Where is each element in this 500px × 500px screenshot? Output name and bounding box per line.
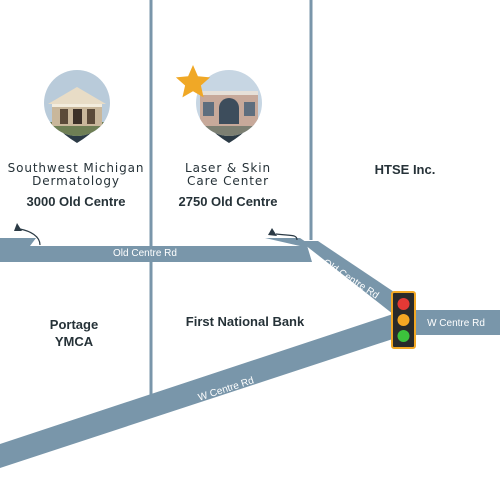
old-centre-rd-label: Old Centre Rd — [113, 248, 177, 259]
landmark-ymca: Portage YMCA — [14, 316, 134, 350]
location-pin-icon[interactable] — [40, 68, 115, 143]
location-name-line2: Dermatology — [32, 174, 120, 188]
property-lines — [149, 0, 313, 398]
old-centre-rd-road — [0, 238, 312, 262]
traffic-light-icon — [391, 291, 416, 349]
turn-arrow-icon — [14, 223, 41, 246]
location-pin-icon[interactable] — [192, 68, 267, 143]
yellow-light-icon — [397, 314, 410, 326]
landmark-htse: HTSE Inc. — [374, 162, 436, 177]
turn-arrow-icon — [268, 228, 298, 241]
location-address-swmd: 3000 Old Centre — [26, 194, 126, 209]
landmark-ymca-line1: Portage — [49, 317, 99, 332]
location-name-swmd: Southwest Michigan Dermatology — [1, 162, 151, 188]
location-address-laser: 2750 Old Centre — [178, 194, 278, 209]
w-centre-rd-east-label: W Centre Rd — [427, 318, 485, 329]
location-name-laser: Laser & Skin Care Center — [153, 162, 303, 188]
landmark-ymca-line2: YMCA — [54, 334, 94, 349]
location-name-line2: Care Center — [187, 174, 269, 188]
location-name-line1: Laser & Skin — [185, 161, 271, 175]
red-light-icon — [397, 298, 410, 310]
old-centre-rd-diagonal-road — [300, 241, 406, 318]
star-icon — [175, 65, 211, 98]
location-name-line1: Southwest Michigan — [7, 161, 145, 175]
landmark-first-national-bank: First National Bank — [185, 314, 305, 329]
w-centre-rd-diagonal-road — [0, 314, 405, 468]
roads — [0, 238, 500, 468]
green-light-icon — [397, 330, 410, 342]
